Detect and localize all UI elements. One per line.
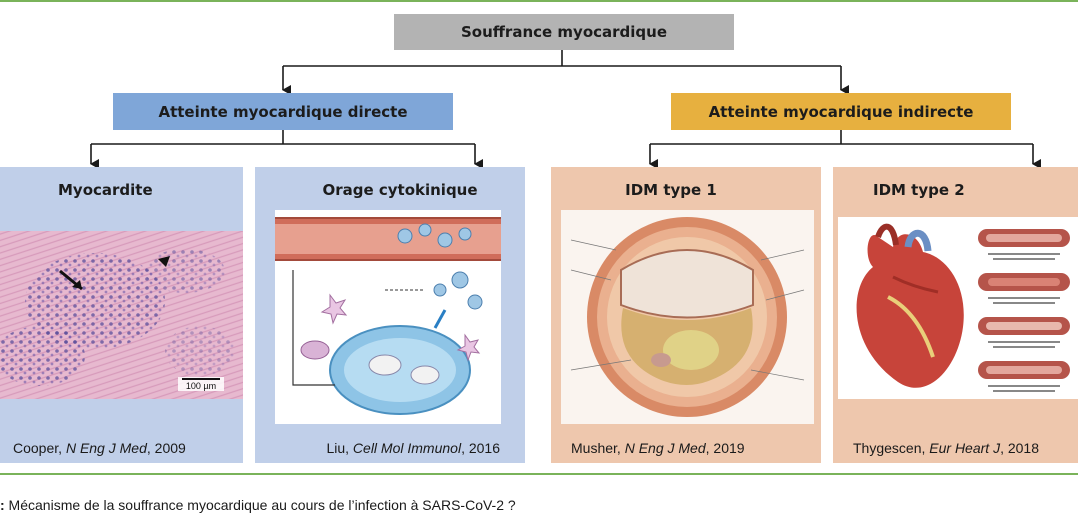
ref-author: Cooper, [13,440,66,456]
figure-caption: : Mécanisme de la souffrance myocardique… [0,497,516,513]
scale-bar-label: 100 µm [186,381,216,391]
ref-year: , 2019 [705,440,745,456]
ref-author: Thygescen, [853,440,930,456]
ref-year: , 2009 [146,440,186,456]
ref-year: , 2016 [461,440,500,456]
panel-reference: Musher, N Eng J Med, 2019 [571,440,745,456]
ref-journal: N Eng J Med [624,440,706,456]
panel-title: Orage cytokinique [322,181,478,199]
panel-reference: Thygescen, Eur Heart J, 2018 [853,440,1039,456]
panel-reference: Liu, Cell Mol Immunol, 2016 [326,440,500,456]
ref-author: Musher, [571,440,625,456]
caption-lead: : [0,497,5,513]
panel-idm-type-2: IDM type 2 [833,167,1078,463]
panel-title: IDM type 1 [625,181,717,199]
top-rule [0,0,1078,2]
artery-illustration [561,210,814,424]
ref-year: , 2018 [1000,440,1040,456]
ref-journal: N Eng J Med [65,440,147,456]
panel-myocardite: Myocardite 100 µm [0,167,243,463]
branch-direct-node: Atteinte myocardique directe [113,93,453,130]
root-node: Souffrance myocardique [394,14,734,50]
bottom-rule [0,473,1078,475]
cytokine-illustration [275,210,501,424]
ref-author: Liu, [326,440,353,456]
panel-orage-cytokinique: Orage cytokinique Li [255,167,525,463]
ref-journal: Cell Mol Immunol [352,440,462,456]
ref-journal: Eur Heart J [929,440,1001,456]
panel-title: IDM type 2 [873,181,965,199]
caption-text: Mécanisme de la souffrance myocardique a… [4,497,516,513]
histology-image: 100 µm [0,231,243,399]
connector-lines [90,50,1041,169]
heart-illustration [838,217,1078,399]
branch-indirect-node: Atteinte myocardique indirecte [671,93,1011,130]
panel-idm-type-1: IDM type 1 Musher, N Eng J Med, 2019 [551,167,821,463]
panel-title: Myocardite [58,181,153,199]
panel-reference: Cooper, N Eng J Med, 2009 [13,440,186,456]
